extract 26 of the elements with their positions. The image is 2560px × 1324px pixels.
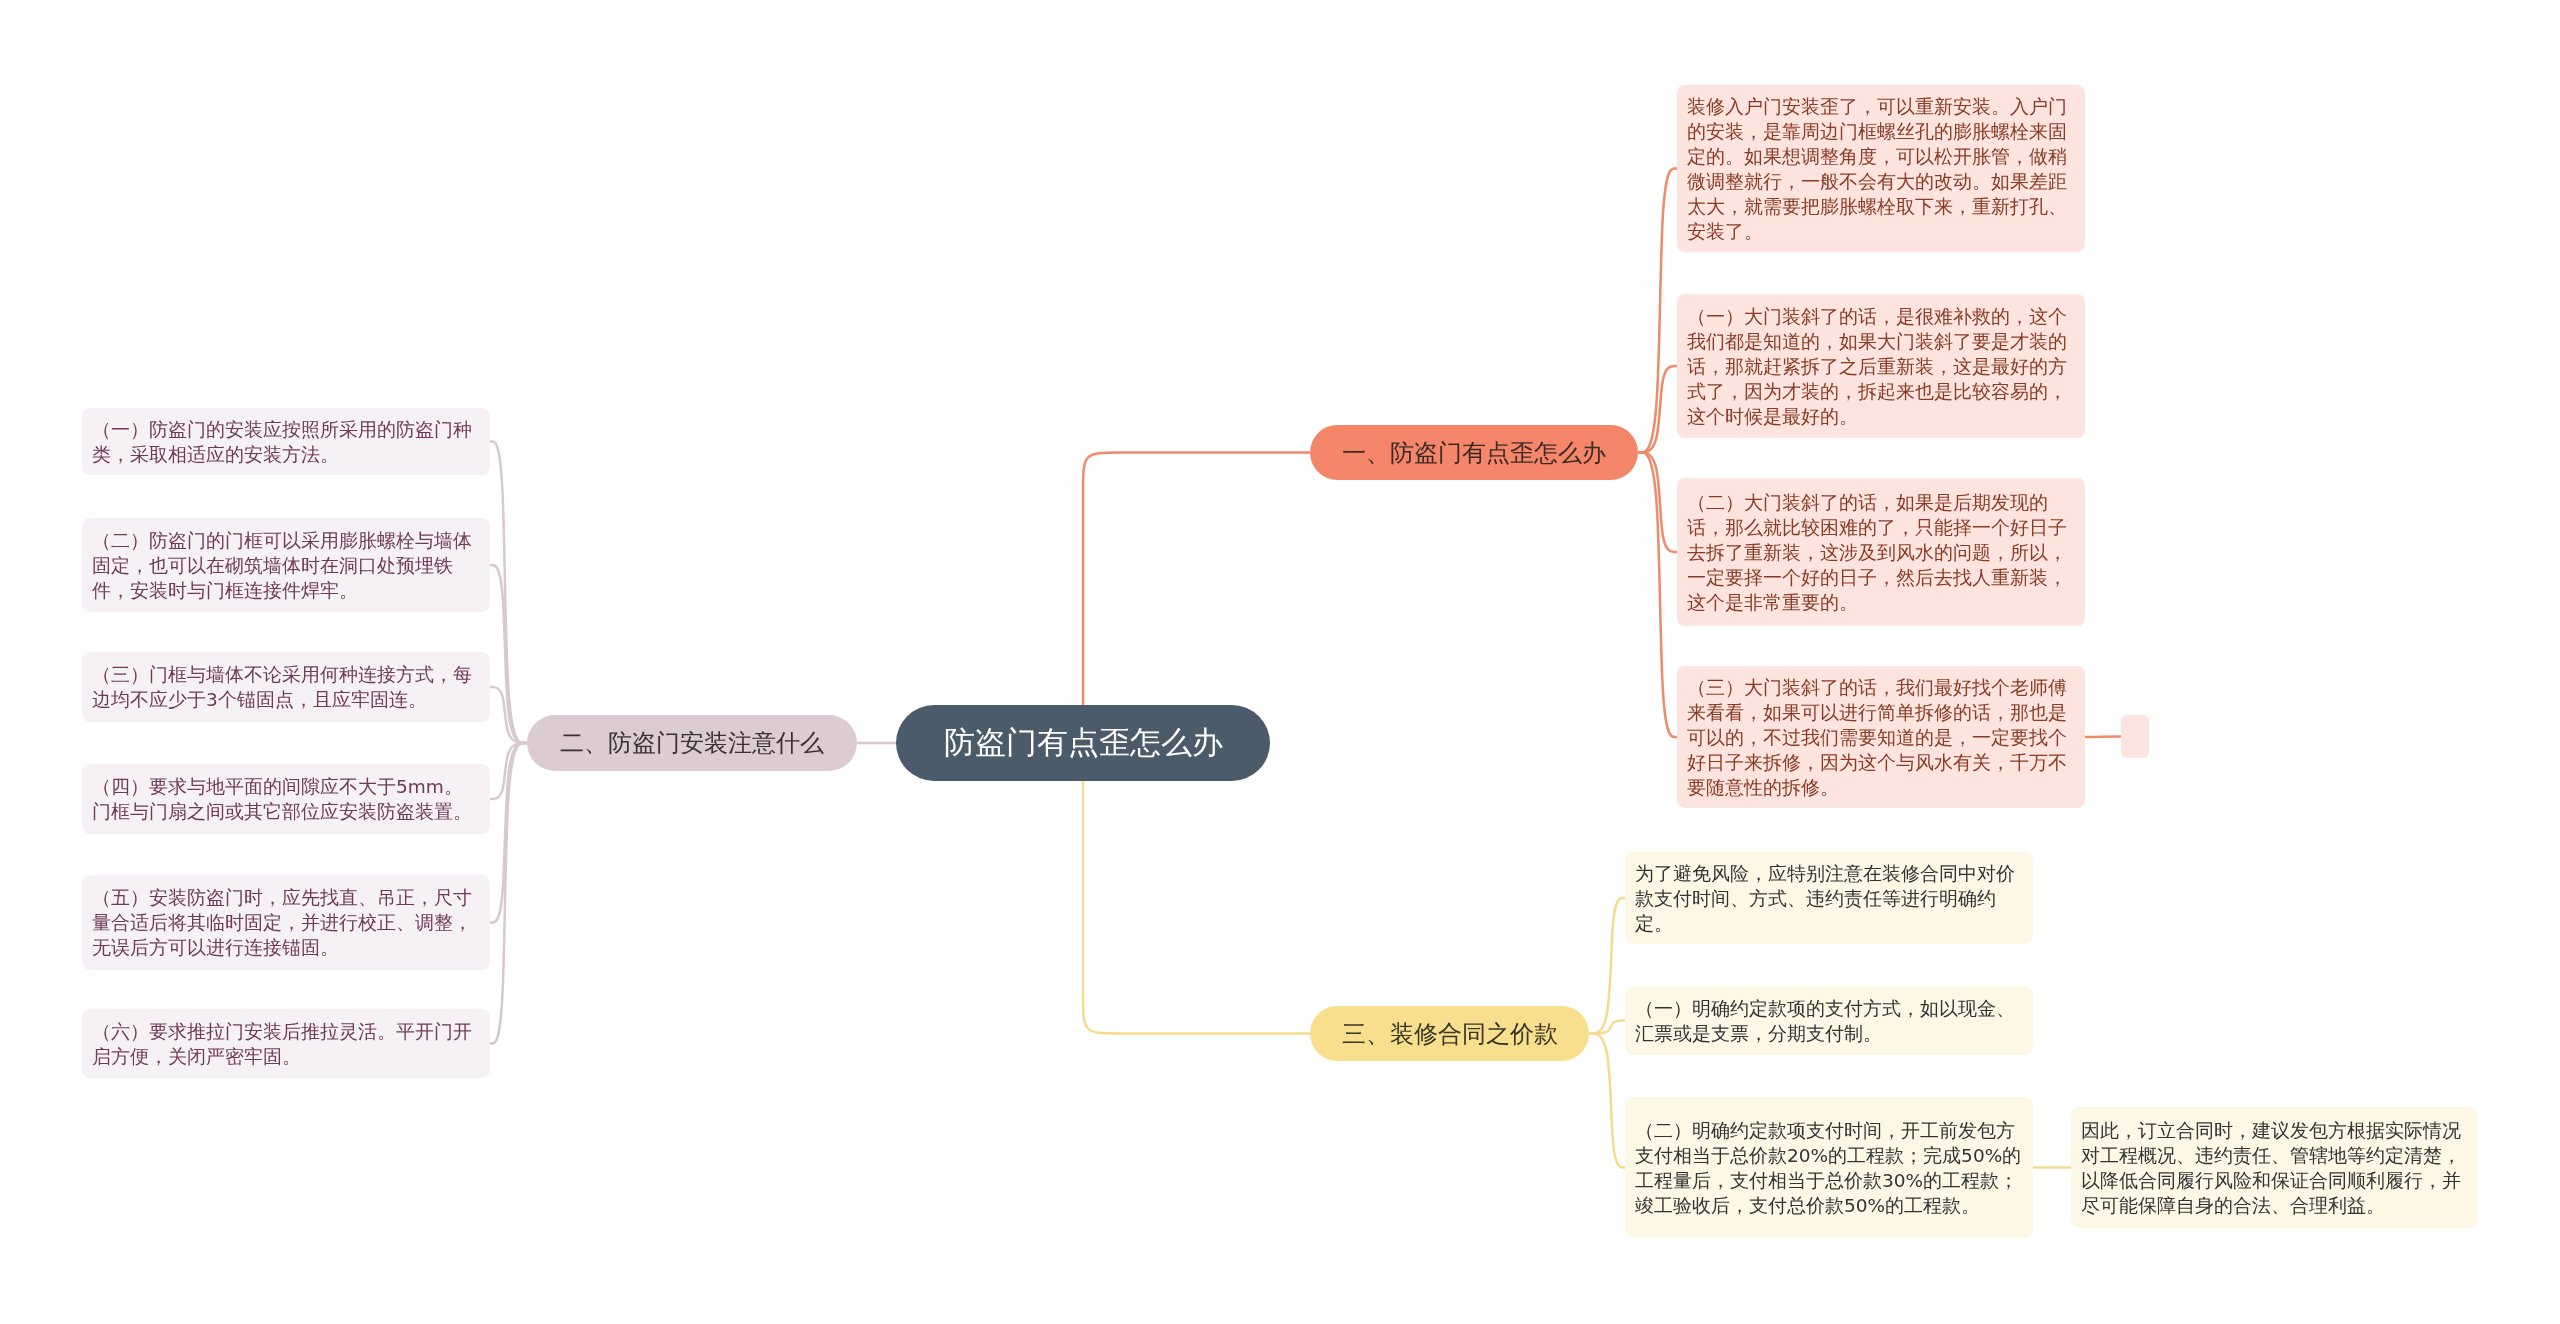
connector-line xyxy=(2085,735,2121,739)
branch-topic: 二、防盗门安装注意什么 xyxy=(527,715,857,771)
leaf-topic: （一）防盗门的安装应按照所采用的防盗门种类，采取相适应的安装方法。 xyxy=(82,408,490,475)
leaf-topic: （五）安装防盗门时，应先找直、吊正，尺寸量合适后将其临时固定，并进行校正、调整，无误后方可以进行连接锚固。 xyxy=(82,875,490,970)
leaf-topic: （二）防盗门的门框可以采用膨胀螺栓与墙体固定，也可以在砌筑墙体时在洞口处预埋铁件，安装时与门框连接件焊牢。 xyxy=(82,518,490,612)
leaf-topic: 因此，订立合同时，建议发包方根据实际情况对工程概况、违约责任、管辖地等约定清楚，以降低合同履行风险和保证合同顺利履行，并尽可能保障自身的合法、合理利益。 xyxy=(2071,1107,2477,1228)
leaf-topic: 装修入户门安装歪了，可以重新安装。入户门的安装，是靠周边门框螺丝孔的膨胀螺栓来固定的。如果想调整角度，可以松开胀管，做稍微调整就行，一般不会有大的改动。如果差距太大，就需要把膨胀螺栓取下来，重新打孔、安装了。 xyxy=(1677,85,2085,252)
leaf-topic: （三）大门装斜了的话，我们最好找个老师傅来看看，如果可以进行简单拆修的话，那也是可以的，不过我们需要知道的是，一定要找个好日子来拆修，因为这个与风水有关，千万不要随意性的拆修。 xyxy=(1677,666,2085,808)
leaf-topic: 为了避免风险，应特别注意在装修合同中对价款支付时间、方式、违约责任等进行明确约定。 xyxy=(1625,852,2033,944)
leaf-topic: （二）明确约定款项支付时间，开工前发包方支付相当于总价款20%的工程款；完成50%的工程量后，支付相当于总价款30%的工程款；竣工验收后，支付总价款50%的工程款。 xyxy=(1625,1097,2033,1238)
connector-line xyxy=(1589,1032,1625,1169)
connector-line xyxy=(857,741,896,745)
leaf-topic: （四）要求与地平面的间隙应不大于5mm。门框与门扇之间或其它部位应安装防盗装置。 xyxy=(82,764,490,834)
empty-box xyxy=(2121,715,2149,758)
connector-line xyxy=(1081,781,1310,1035)
connector-line xyxy=(1081,451,1310,705)
branch-topic: 三、装修合同之价款 xyxy=(1310,1006,1589,1061)
leaf-topic: （一）大门装斜了的话，是很难补救的，这个我们都是知道的，如果大门装斜了要是才装的话，那就赶紧拆了之后重新装，这是最好的方式了，因为才装的，拆起来也是比较容易的，这个时候是最好的。 xyxy=(1677,294,2085,438)
leaf-topic: （一）明确约定款项的支付方式，如以现金、汇票或是支票，分期支付制。 xyxy=(1625,986,2033,1055)
connector-line xyxy=(2033,1166,2071,1169)
branch-topic: 一、防盗门有点歪怎么办 xyxy=(1310,425,1638,480)
central-topic: 防盗门有点歪怎么办 xyxy=(896,705,1270,781)
connector-line xyxy=(1638,451,1677,739)
leaf-topic: （三）门框与墙体不论采用何种连接方式，每边均不应少于3个锚固点，且应牢固连。 xyxy=(82,652,490,722)
leaf-topic: （二）大门装斜了的话，如果是后期发现的话，那么就比较困难的了，只能择一个好日子去拆了重新装，这涉及到风水的问题，所以，一定要择一个好的日子，然后去找人重新装，这个是非常重要的。 xyxy=(1677,478,2085,626)
leaf-topic: （六）要求推拉门安装后推拉灵活。平开门开启方便，关闭严密牢固。 xyxy=(82,1009,490,1078)
